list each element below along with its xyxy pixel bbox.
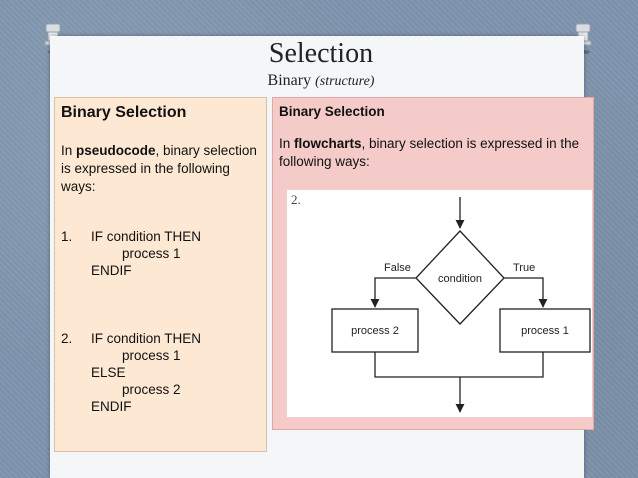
pseudocode-heading: Binary Selection xyxy=(61,104,187,121)
process-2-label: process 2 xyxy=(351,325,399,337)
intro-bold: pseudocode xyxy=(76,143,156,158)
flowchart-figure: condition False True process 2 process 1… xyxy=(287,190,592,417)
subtitle-paren: (structure) xyxy=(315,74,375,89)
pseudocode-intro: In pseudocode, binary selection is expre… xyxy=(61,142,260,196)
flowchart-svg: condition False True process 2 process 1 xyxy=(331,197,591,413)
false-branch-line xyxy=(370,277,416,308)
process-1-box xyxy=(499,308,591,353)
item-number: 1. xyxy=(61,229,73,244)
flowchart-intro: In flowcharts, binary selection is expre… xyxy=(279,135,587,171)
false-label: False xyxy=(384,262,411,274)
code-line: ENDIF xyxy=(91,399,132,414)
slide-subtitle: Binary (structure) xyxy=(256,72,386,90)
flowchart-heading: Binary Selection xyxy=(279,104,385,119)
intro-bold: flowcharts xyxy=(294,136,362,151)
intro-suffix: , binary selection is expressed in the f… xyxy=(279,136,580,169)
code-line: IF condition THEN xyxy=(91,229,202,244)
pseudocode-panel: Binary Selection In pseudocode, binary s… xyxy=(54,97,267,452)
process-1-label: process 1 xyxy=(521,325,569,337)
intro-prefix: In xyxy=(61,143,77,158)
merge-left-line xyxy=(374,352,460,378)
intro-suffix: , binary selection is expressed in the f… xyxy=(61,143,257,194)
item-number: 2. xyxy=(61,331,73,346)
merge-right-line xyxy=(460,352,544,378)
code-line: ELSE xyxy=(91,365,126,380)
true-branch-line xyxy=(504,277,548,308)
decision-label: condition xyxy=(438,273,482,285)
figure-label: 2. xyxy=(291,192,301,207)
true-label: True xyxy=(513,262,535,274)
subtitle-main: Binary xyxy=(267,72,312,89)
intro-prefix: In xyxy=(279,136,295,151)
code-line: ENDIF xyxy=(91,263,132,278)
decision-diamond xyxy=(415,230,505,325)
code-line: process 1 xyxy=(122,246,181,261)
code-line: IF condition THEN xyxy=(91,331,202,346)
code-line: process 1 xyxy=(122,348,181,363)
slide-title: Selection xyxy=(268,38,374,69)
process-2-box xyxy=(331,308,419,353)
code-line: process 2 xyxy=(122,382,181,397)
